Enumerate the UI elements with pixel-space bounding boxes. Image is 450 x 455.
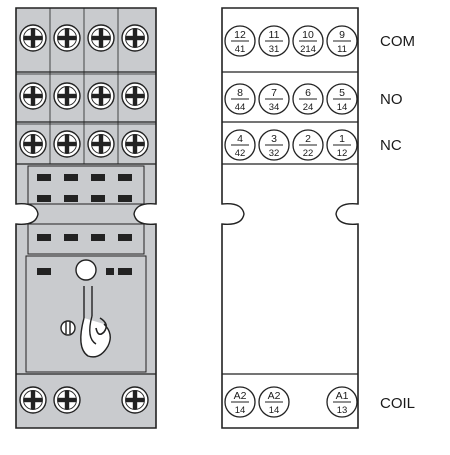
contact-number: 12 xyxy=(337,148,348,159)
contact-number: 32 xyxy=(269,148,280,159)
terminal-nc-4: 112 xyxy=(326,129,358,161)
terminal-number: A1 xyxy=(336,390,349,402)
terminal-number: 7 xyxy=(271,87,277,99)
pin-housing-lower xyxy=(27,223,145,255)
terminal-number: 5 xyxy=(339,87,345,99)
terminal-number: 11 xyxy=(269,29,280,41)
contact-number: 14 xyxy=(269,405,280,416)
phillips-screw-icon xyxy=(53,24,81,52)
phillips-screw-icon xyxy=(53,82,81,110)
terminal-number: 2 xyxy=(305,133,311,145)
contact-number: 24 xyxy=(303,102,314,113)
pin-housing xyxy=(27,165,145,205)
phillips-screw-icon xyxy=(87,130,115,158)
terminal-no-2: 734 xyxy=(258,83,290,115)
contact-number: 14 xyxy=(235,405,246,416)
terminal-no-3: 624 xyxy=(292,83,324,115)
diode-icon xyxy=(60,320,76,336)
right-mount-notch xyxy=(335,203,359,225)
phillips-screw-icon xyxy=(19,24,47,52)
coil-pin-hole xyxy=(75,259,97,281)
pin-slot xyxy=(37,268,51,275)
left-mount-notch xyxy=(15,203,39,225)
phillips-screw-icon xyxy=(121,386,149,414)
terminal-grid: 1241113110214911844734624514442332222112… xyxy=(224,25,358,418)
row-label-coil: COIL xyxy=(380,395,415,412)
pin-slot xyxy=(64,234,78,241)
right-mount-notch xyxy=(133,203,157,225)
terminal-number: 1 xyxy=(339,133,345,145)
pin-slot xyxy=(37,174,51,181)
phillips-screw-icon xyxy=(87,24,115,52)
terminal-number: A2 xyxy=(268,390,281,402)
pin-slot xyxy=(91,174,105,181)
terminal-layout-view: 1241113110214911844734624514442332222112… xyxy=(221,7,415,429)
terminal-nc-2: 332 xyxy=(258,129,290,161)
terminal-no-4: 514 xyxy=(326,83,358,115)
pin-slot xyxy=(118,268,132,275)
contact-number: 11 xyxy=(337,44,347,55)
phillips-screw-icon xyxy=(53,130,81,158)
terminal-number: 8 xyxy=(237,87,243,99)
pin-slot xyxy=(91,195,105,202)
retaining-clip xyxy=(80,286,111,358)
terminal-nc-1: 442 xyxy=(224,129,256,161)
terminal-number: 4 xyxy=(237,133,243,145)
terminal-com-4: 911 xyxy=(326,25,358,57)
screw-column-guides xyxy=(49,8,119,164)
pin-slot xyxy=(118,234,132,241)
pin-slot xyxy=(64,174,78,181)
phillips-screw-icon xyxy=(53,386,81,414)
left-mount-notch xyxy=(221,203,245,225)
hook-icon xyxy=(95,317,108,336)
terminal-number: 3 xyxy=(271,133,277,145)
phillips-screw-icon xyxy=(121,82,149,110)
pin-slot xyxy=(91,234,105,241)
socket-front-view xyxy=(15,7,157,429)
phillips-screw-icon xyxy=(19,130,47,158)
socket-screws xyxy=(19,24,149,414)
phillips-screw-icon xyxy=(121,24,149,52)
row-label-no: NO xyxy=(380,91,403,108)
terminal-number: 10 xyxy=(302,29,314,41)
contact-number: 41 xyxy=(235,44,246,55)
pin-slot xyxy=(118,195,132,202)
pin-slot xyxy=(64,195,78,202)
contact-number: 44 xyxy=(235,102,246,113)
terminal-nc-3: 222 xyxy=(292,129,324,161)
contact-number: 31 xyxy=(269,44,280,55)
phillips-screw-icon xyxy=(87,82,115,110)
phillips-screw-icon xyxy=(121,130,149,158)
contact-number: 13 xyxy=(337,405,348,416)
terminal-number: A2 xyxy=(234,390,247,402)
terminal-number: 12 xyxy=(234,29,246,41)
contact-number: 214 xyxy=(300,44,316,55)
row-label-com: COM xyxy=(380,33,415,50)
terminal-number: 9 xyxy=(339,29,345,41)
pin-slot xyxy=(37,234,51,241)
pin-slot xyxy=(37,195,51,202)
contact-number: 42 xyxy=(235,148,246,159)
contact-number: 14 xyxy=(337,102,348,113)
terminal-no-1: 844 xyxy=(224,83,256,115)
contact-number: 34 xyxy=(269,102,280,113)
contact-number: 22 xyxy=(303,148,314,159)
row-label-nc: NC xyxy=(380,137,402,154)
phillips-screw-icon xyxy=(19,386,47,414)
coil-housing xyxy=(25,255,147,373)
terminal-number: 6 xyxy=(305,87,311,99)
pin-slot xyxy=(118,174,132,181)
phillips-screw-icon xyxy=(19,82,47,110)
pin-slot xyxy=(106,268,114,275)
pin-slots xyxy=(37,174,132,275)
